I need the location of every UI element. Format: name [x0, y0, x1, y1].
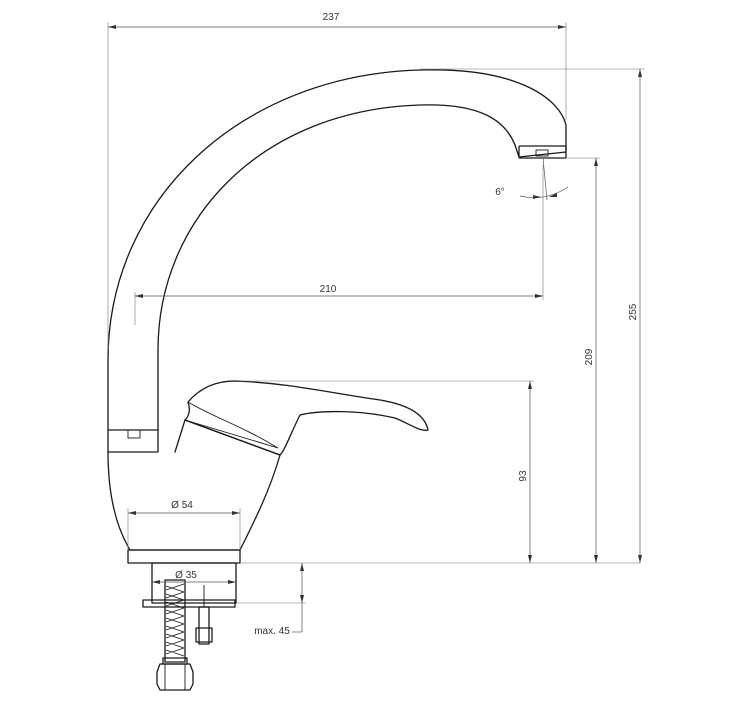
aerator — [518, 145, 567, 159]
arrow-54-right — [232, 511, 240, 515]
base-plate — [127, 549, 241, 564]
lever-handle — [184, 380, 429, 456]
spout-inner-curve — [157, 104, 516, 431]
label-height-spout: 209 — [584, 348, 595, 365]
label-max-thickness: max. 45 — [254, 626, 290, 637]
arrow-210-right — [535, 294, 543, 298]
arrow-209-bottom — [594, 555, 598, 563]
label-base-diameter: Ø 54 — [171, 500, 193, 511]
angle-ray — [542, 157, 548, 201]
mixer-body — [107, 419, 281, 551]
spout-outer-curve — [107, 69, 567, 431]
arrow-237-left — [108, 25, 116, 29]
arrow-35-right — [228, 580, 236, 584]
arrow-35-left — [152, 580, 160, 584]
arrow-angle-right — [549, 193, 557, 197]
arrow-93-bottom — [528, 555, 532, 563]
aerator-slot — [535, 149, 549, 157]
mounting-washer — [142, 599, 236, 608]
arrow-255-top — [638, 69, 642, 77]
spout-collar — [107, 429, 159, 453]
hose-braid — [165, 583, 185, 657]
arrow-54-left — [128, 511, 136, 515]
fixing-stud — [198, 606, 210, 645]
arrow-209-top — [594, 158, 598, 166]
label-spout-angle: 6° — [495, 187, 505, 198]
label-height-total: 255 — [628, 303, 639, 320]
arrow-angle-left — [533, 195, 541, 199]
arrow-237-right — [558, 25, 566, 29]
dimension-lines: 237 210 6° 255 209 93 — [107, 12, 645, 637]
arrow-45-bottom — [300, 595, 304, 603]
arrow-45-top — [300, 563, 304, 571]
hose-ferrule — [162, 657, 188, 665]
label-height-lever: 93 — [518, 470, 529, 482]
lever-underside — [187, 401, 279, 449]
spout-tip — [514, 144, 567, 158]
label-shank-diameter: Ø 35 — [175, 570, 197, 581]
angle-arc — [519, 186, 569, 199]
arrow-210-left — [135, 294, 143, 298]
threaded-shank — [151, 562, 237, 604]
arrow-93-top — [528, 381, 532, 389]
fixing-nut — [195, 627, 213, 643]
label-width-total: 237 — [323, 12, 340, 23]
collar-mark — [127, 429, 141, 439]
cartridge-line — [184, 419, 279, 449]
arrow-255-bottom — [638, 555, 642, 563]
label-reach: 210 — [320, 284, 337, 295]
hose-nut — [156, 663, 194, 691]
braided-hose — [164, 579, 186, 663]
faucet-outline — [107, 69, 567, 691]
